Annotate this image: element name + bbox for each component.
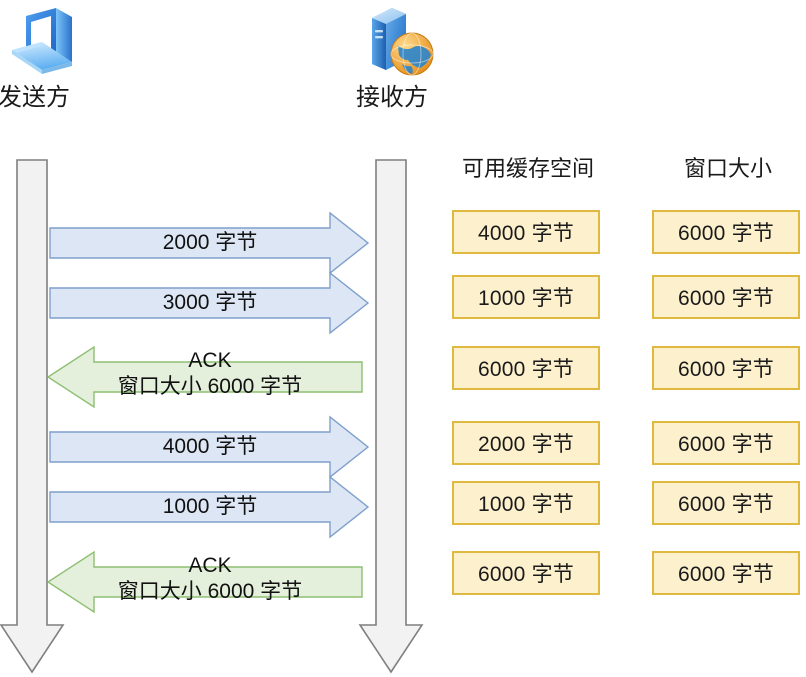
window-value-box: 6000 字节 <box>652 481 800 525</box>
message-label-m6-line2: 窗口大小 6000 字节 <box>117 580 303 603</box>
message-label-m3-line1: ACK <box>188 349 232 372</box>
message-label-m5: 1000 字节 <box>162 495 258 518</box>
message-label-m3-line2: 窗口大小 6000 字节 <box>117 375 303 398</box>
message-arrow-m3 <box>46 345 363 409</box>
message-arrow-m2 <box>49 271 370 335</box>
window-value-box: 6000 字节 <box>652 346 800 390</box>
column-header-window: 窗口大小 <box>683 156 772 181</box>
column-header-buffer: 可用缓存空间 <box>461 156 594 181</box>
buffer-value-box: 2000 字节 <box>452 421 600 465</box>
message-label-m6-line1: ACK <box>188 554 232 577</box>
server-globe-icon <box>358 2 438 82</box>
message-arrow-m6 <box>46 550 363 614</box>
buffer-value-box: 4000 字节 <box>452 210 600 254</box>
laptop-icon <box>4 4 82 80</box>
message-label-m3: ACK 窗口大小 6000 字节 <box>60 348 360 400</box>
receiver-label: 接收方 <box>356 84 428 111</box>
message-arrow-m1 <box>49 211 370 275</box>
sender-label: 发送方 <box>0 84 70 111</box>
buffer-value-box: 6000 字节 <box>452 346 600 390</box>
buffer-value-box: 1000 字节 <box>452 275 600 319</box>
window-value-box: 6000 字节 <box>652 421 800 465</box>
message-label-m1: 2000 字节 <box>162 231 258 254</box>
message-arrow-m4 <box>49 415 370 479</box>
buffer-value-box: 6000 字节 <box>452 551 600 595</box>
message-arrow-m5 <box>49 475 370 539</box>
window-value-box: 6000 字节 <box>652 551 800 595</box>
message-label-m4: 4000 字节 <box>162 435 258 458</box>
window-value-box: 6000 字节 <box>652 210 800 254</box>
window-value-box: 6000 字节 <box>652 275 800 319</box>
buffer-value-box: 1000 字节 <box>452 481 600 525</box>
message-label-m2: 3000 字节 <box>162 291 258 314</box>
message-label-m6: ACK 窗口大小 6000 字节 <box>60 553 360 605</box>
